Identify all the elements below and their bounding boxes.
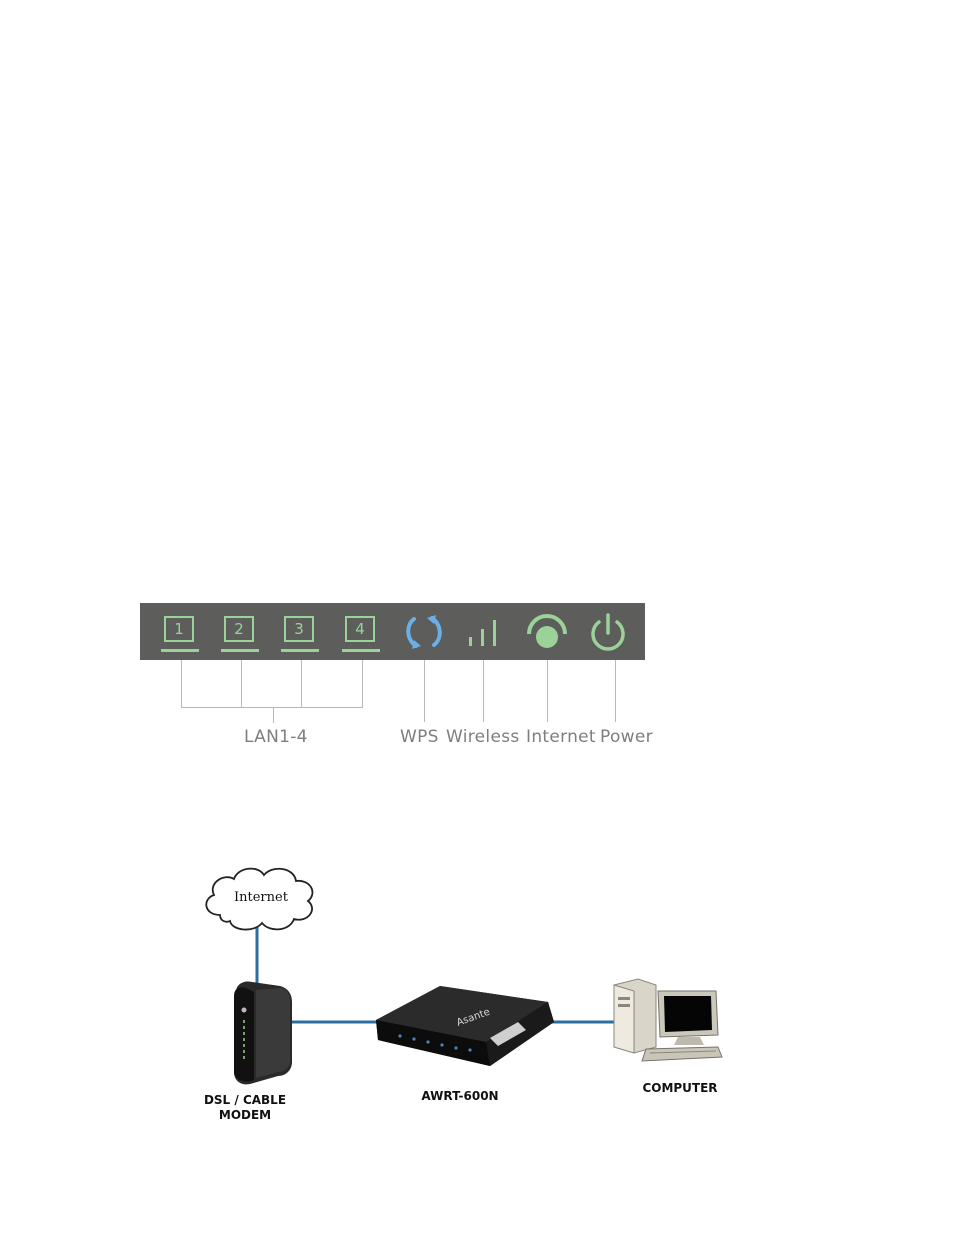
led-indicator-panel: 1 2 3 4 [140,603,655,751]
lan-2-callout [241,660,242,708]
lan-2-led: 2 [221,616,259,654]
modem-label-line2: MODEM [218,1108,272,1122]
modem-label: DSL / CABLE MODEM [195,1093,295,1123]
lan-2-underline [221,649,259,652]
lan-1-led: 1 [161,616,199,654]
cloud-icon [205,867,314,931]
internet-cloud: Internet [198,863,320,935]
wps-label: WPS [400,727,439,747]
lan-1-underline [161,649,199,652]
lan-4-underline [342,649,380,652]
wireless-label: Wireless [446,727,520,747]
wps-callout [424,660,425,722]
network-links [255,927,620,1024]
internet-callout [547,660,548,722]
modem-icon [234,981,292,1085]
modem-label-line1: DSL / CABLE [203,1093,287,1107]
network-diagram: Internet Asante [190,855,735,1135]
lan-bracket-stem [273,707,274,723]
computer-icon [613,978,723,1062]
cloud-label: Internet [234,890,288,905]
router-label: AWRT-600N [421,1089,499,1103]
lan-3-underline [281,649,319,652]
router-icon: Asante [376,986,554,1066]
wps-icon [406,615,442,649]
lan-bracket [181,707,363,708]
power-icon [591,613,625,651]
internet-globe-icon [527,614,567,648]
led-bar: 1 2 3 4 [140,603,645,660]
power-label: Power [600,727,653,747]
computer-label: COMPUTER [642,1081,718,1095]
lan-1-callout [181,660,182,708]
lan-3-callout [301,660,302,708]
lan-label: LAN1-4 [244,727,308,747]
lan-3-led: 3 [281,616,319,654]
wireless-signal-icon [469,620,496,646]
lan-4-number: 4 [345,616,375,642]
lan-4-callout [362,660,363,708]
lan-4-led: 4 [342,616,380,654]
power-callout [615,660,616,722]
internet-label: Internet [526,727,596,747]
lan-1-number: 1 [164,616,194,642]
lan-3-number: 3 [284,616,314,642]
lan-2-number: 2 [224,616,254,642]
wireless-callout [483,660,484,722]
